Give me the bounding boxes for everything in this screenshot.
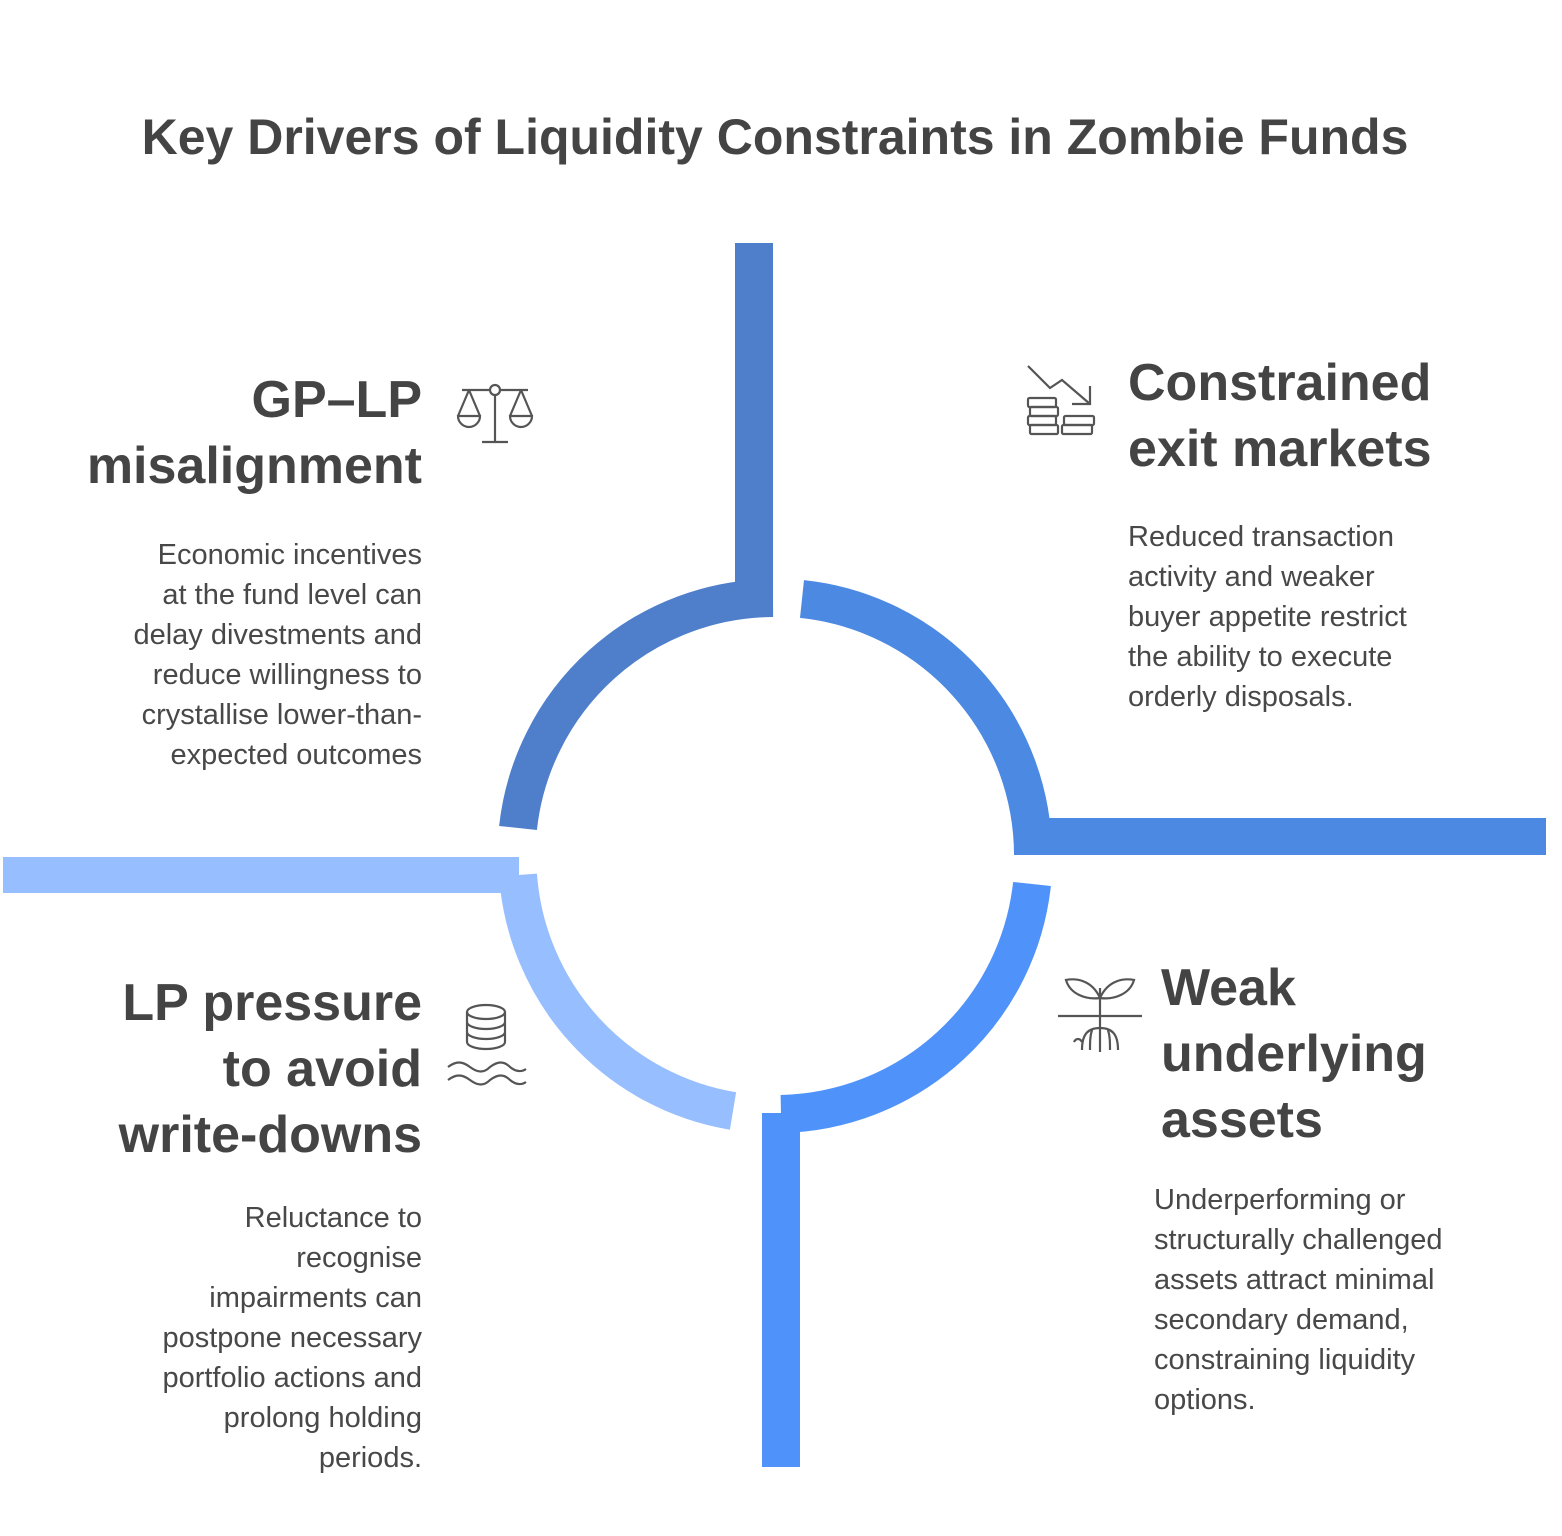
lp-pressure-heading: LP pressure to avoid write-downs	[119, 970, 422, 1168]
body-line: buyer appetite restrict	[1128, 601, 1407, 633]
lp-pressure-description: Reluctance to recognise impairments can …	[162, 1198, 422, 1478]
segment-weak-assets	[762, 881, 1051, 1467]
body-line: activity and weaker	[1128, 561, 1375, 593]
body-line: at the fund level can	[162, 579, 422, 611]
arc-bottom-right	[780, 881, 1051, 1133]
bar-top	[735, 243, 773, 599]
arc-bottom-left	[499, 873, 737, 1130]
body-line: structurally challenged	[1154, 1224, 1443, 1256]
segment-gp-lp	[499, 243, 774, 831]
body-line: impairments can	[209, 1282, 422, 1314]
heading-line: write-downs	[118, 1106, 422, 1164]
body-line: reduce willingness to	[152, 659, 422, 691]
heading-line: assets	[1161, 1091, 1323, 1149]
heading-line: Weak	[1161, 959, 1296, 1017]
body-line: periods.	[318, 1442, 422, 1474]
body-line: the ability to execute	[1128, 641, 1393, 673]
body-line: expected outcomes	[170, 739, 422, 771]
exit-markets-description: Reduced transaction activity and weaker …	[1128, 517, 1407, 717]
arc-top-left	[499, 579, 774, 831]
body-line: constraining liquidity	[1154, 1344, 1416, 1376]
body-line: options.	[1154, 1384, 1256, 1416]
bar-bottom	[762, 1113, 800, 1467]
database-water-icon	[447, 1003, 527, 1086]
gp-lp-heading: GP–LP misalignment	[87, 367, 422, 499]
body-line: prolong holding	[223, 1402, 422, 1434]
body-line: Reduced transaction	[1128, 521, 1394, 553]
gp-lp-description: Economic incentives at the fund level ca…	[133, 535, 422, 775]
heading-line: misalignment	[86, 437, 422, 495]
heading-line: GP–LP	[251, 371, 423, 429]
bar-right	[1033, 818, 1546, 855]
bar-left	[3, 857, 519, 893]
segment-lp-pressure	[3, 857, 737, 1130]
body-line: assets attract minimal	[1154, 1264, 1435, 1296]
body-line: portfolio actions and	[162, 1362, 422, 1394]
sprout-roots-icon	[1058, 978, 1142, 1052]
heading-line: exit markets	[1128, 420, 1432, 478]
body-line: crystallise lower-than-	[141, 699, 422, 731]
body-line: delay divestments and	[133, 619, 422, 651]
body-line: Economic incentives	[157, 539, 422, 571]
body-line: postpone necessary	[162, 1322, 422, 1354]
heading-line: underlying	[1161, 1025, 1427, 1083]
heading-line: to avoid	[222, 1040, 422, 1098]
segment-exit-markets	[799, 580, 1546, 856]
heading-line: LP pressure	[122, 974, 422, 1032]
weak-assets-heading: Weak underlying assets	[1161, 955, 1427, 1153]
heading-line: Constrained	[1128, 354, 1432, 412]
declining-coins-icon	[1026, 365, 1096, 436]
body-line: secondary demand,	[1154, 1304, 1409, 1336]
weak-assets-description: Underperforming or structurally challeng…	[1154, 1180, 1443, 1420]
body-line: Reluctance to	[244, 1202, 422, 1234]
exit-markets-heading: Constrained exit markets	[1128, 350, 1432, 482]
diagram-title: Key Drivers of Liquidity Constraints in …	[141, 109, 1409, 165]
body-line: orderly disposals.	[1128, 681, 1354, 713]
body-line: recognise	[296, 1242, 422, 1274]
arc-top-right	[799, 580, 1052, 856]
scale-icon	[456, 383, 534, 444]
body-line: Underperforming or	[1154, 1184, 1406, 1216]
